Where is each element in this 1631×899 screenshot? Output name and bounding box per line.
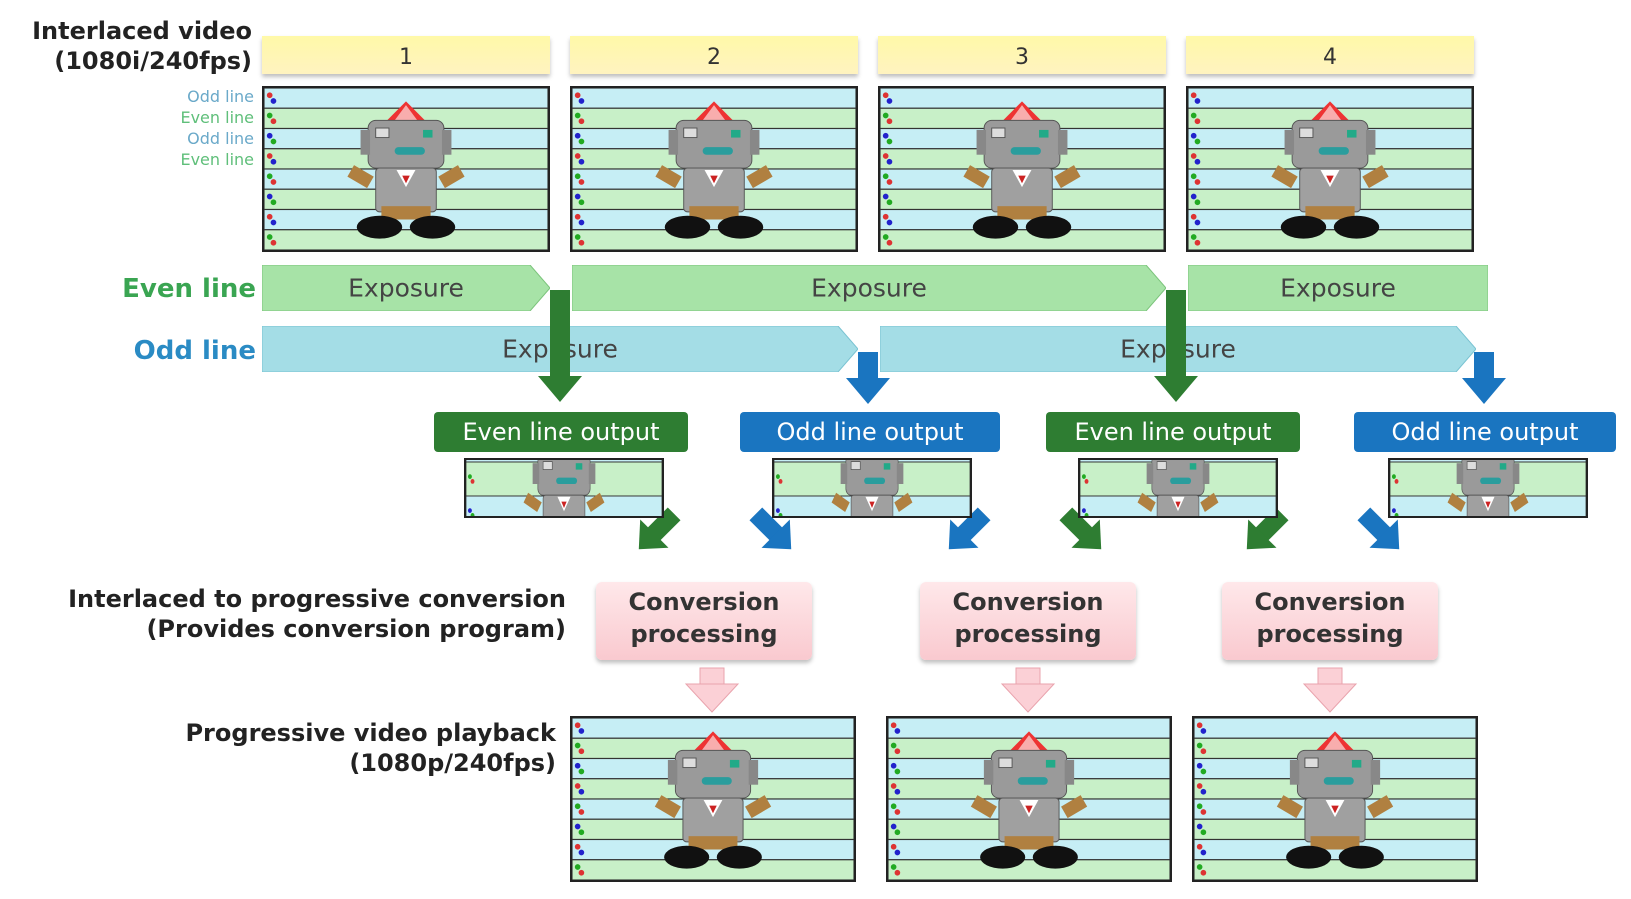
- interlaced-frame-1: [262, 86, 550, 252]
- interlaced-video-title: Interlaced video (1080i/240fps): [0, 16, 252, 76]
- exposure-label: Exposure: [348, 273, 464, 303]
- diag-arrow-icon: [1059, 507, 1102, 550]
- odd-line-row-label: Odd line: [133, 336, 256, 366]
- conversion-box-line1: Conversion: [628, 588, 780, 616]
- even-line-output-2: Even line output: [1046, 412, 1300, 452]
- odd-line-label: Odd line: [187, 129, 254, 148]
- interlaced-frame-3: [878, 86, 1166, 252]
- even-line-row-label: Even line: [122, 274, 256, 304]
- frame-border: [878, 86, 1166, 252]
- even-exposure-bar-3: Exposure: [1188, 265, 1488, 311]
- down-arrow-icon: [684, 667, 740, 713]
- progressive-label-line2: (1080p/240fps): [349, 749, 556, 777]
- frame-header-1: 1: [262, 36, 550, 74]
- line-legend: Odd line Even line Odd line Even line: [150, 86, 254, 170]
- frame-border: [570, 716, 856, 882]
- odd-field-thumbnail: [772, 458, 972, 518]
- conversion-label-line1: Interlaced to progressive conversion: [68, 585, 566, 613]
- even-line-label: Even line: [180, 108, 254, 127]
- conversion-box-1: Conversion processing: [596, 582, 812, 660]
- progressive-frame-2: [886, 716, 1172, 882]
- progressive-label-line1: Progressive video playback: [185, 719, 556, 747]
- frame-header-3: 3: [878, 36, 1166, 74]
- odd-line-label: Odd line: [187, 87, 254, 106]
- even-line-output-1: Even line output: [434, 412, 688, 452]
- odd-line-output-2: Odd line output: [1354, 412, 1616, 452]
- conversion-label-line2: (Provides conversion program): [146, 615, 566, 643]
- diag-arrow-icon: [1357, 507, 1400, 550]
- progressive-frame-3: [1192, 716, 1478, 882]
- frame-border: [570, 86, 858, 252]
- conversion-box-line2: processing: [954, 620, 1102, 648]
- frame-border: [886, 716, 1172, 882]
- robot-illustration: [1390, 460, 1586, 516]
- conversion-box-line1: Conversion: [952, 588, 1104, 616]
- even-field-thumbnail: [464, 458, 664, 518]
- frame-border: [262, 86, 550, 252]
- robot-illustration: [1080, 460, 1276, 516]
- progressive-frame-1: [570, 716, 856, 882]
- down-arrow-icon: [1154, 290, 1198, 402]
- diag-arrow-icon: [948, 507, 991, 550]
- diag-arrow-icon: [638, 507, 681, 550]
- robot-illustration: [572, 718, 854, 880]
- conversion-box-line2: processing: [630, 620, 778, 648]
- robot-illustration: [264, 88, 548, 250]
- even-field-thumbnail: [1078, 458, 1278, 518]
- down-arrow-icon: [1302, 667, 1358, 713]
- exposure-label: Exposure: [1280, 273, 1396, 303]
- progressive-label: Progressive video playback (1080p/240fps…: [0, 718, 556, 778]
- interlaced-title-line2: (1080i/240fps): [54, 47, 252, 75]
- odd-field-thumbnail: [1388, 458, 1588, 518]
- interlaced-frame-2: [570, 86, 858, 252]
- field-border: [772, 458, 972, 518]
- field-border: [464, 458, 664, 518]
- conversion-box-2: Conversion processing: [920, 582, 1136, 660]
- interlaced-title-line1: Interlaced video: [32, 17, 252, 45]
- robot-illustration: [880, 88, 1164, 250]
- field-border: [1078, 458, 1278, 518]
- conversion-box-line1: Conversion: [1254, 588, 1406, 616]
- field-border: [1388, 458, 1588, 518]
- frame-border: [1192, 716, 1478, 882]
- down-arrow-icon: [1462, 352, 1506, 404]
- down-arrow-icon: [846, 352, 890, 404]
- even-exposure-bar-2: Exposure: [572, 265, 1166, 311]
- conversion-box-line2: processing: [1256, 620, 1404, 648]
- frame-header-2: 2: [570, 36, 858, 74]
- down-arrow-icon: [1000, 667, 1056, 713]
- robot-illustration: [466, 460, 662, 516]
- robot-illustration: [572, 88, 856, 250]
- conversion-box-3: Conversion processing: [1222, 582, 1438, 660]
- conversion-label: Interlaced to progressive conversion (Pr…: [0, 584, 566, 644]
- down-arrow-icon: [538, 290, 582, 402]
- diag-arrow-icon: [749, 507, 792, 550]
- frame-header-4: 4: [1186, 36, 1474, 74]
- robot-illustration: [1194, 718, 1476, 880]
- odd-line-output-1: Odd line output: [740, 412, 1000, 452]
- frame-border: [1186, 86, 1474, 252]
- robot-illustration: [1188, 88, 1472, 250]
- diag-arrow-icon: [1246, 507, 1289, 550]
- even-exposure-bar-1: Exposure: [262, 265, 550, 311]
- robot-illustration: [888, 718, 1170, 880]
- even-line-label: Even line: [180, 150, 254, 169]
- robot-illustration: [774, 460, 970, 516]
- exposure-label: Exposure: [811, 273, 927, 303]
- interlaced-frame-4: [1186, 86, 1474, 252]
